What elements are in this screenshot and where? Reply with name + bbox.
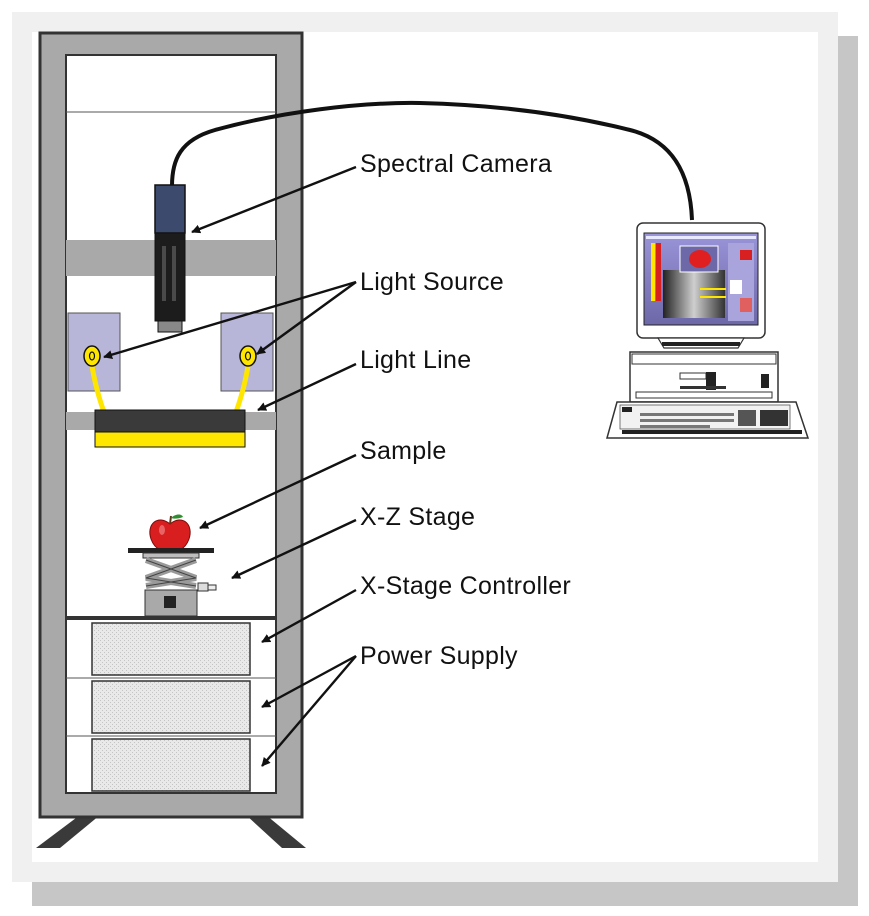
label-spectral-camera: Spectral Camera xyxy=(360,150,552,178)
camera-lens xyxy=(157,320,183,333)
cabinet-leg-left xyxy=(36,815,100,848)
arrow-power-supply-2 xyxy=(261,655,357,767)
cabinet-leg-right xyxy=(246,815,306,848)
label-light-line: Light Line xyxy=(360,346,471,374)
label-xz-stage: X-Z Stage xyxy=(360,503,475,531)
label-arrows xyxy=(103,165,357,767)
spectral-camera xyxy=(154,184,186,333)
camera-body xyxy=(154,232,186,322)
label-light-source: Light Source xyxy=(360,268,504,296)
label-x-stage-controller: X-Stage Controller xyxy=(360,572,571,600)
light-source-left xyxy=(67,312,121,413)
arrow-sample xyxy=(199,453,357,530)
arrow-x-stage-controller xyxy=(261,588,357,644)
power-supply-box-1 xyxy=(91,680,251,734)
arrow-spectral-camera xyxy=(191,165,357,234)
stage-shelf xyxy=(66,616,276,620)
arrow-light-source-right xyxy=(256,281,357,355)
xz-stage xyxy=(128,548,217,617)
camera-cable xyxy=(170,100,694,221)
label-power-supply: Power Supply xyxy=(360,642,518,670)
power-supply-box-2 xyxy=(91,738,251,792)
arrow-xz-stage xyxy=(231,518,357,580)
light-line xyxy=(94,409,246,448)
camera-head xyxy=(154,184,186,234)
arrow-light-source-left xyxy=(103,280,357,360)
arrow-power-supply-1 xyxy=(261,654,357,709)
desktop-computer-icon xyxy=(629,222,779,403)
label-sample: Sample xyxy=(360,437,447,465)
arrow-light-line xyxy=(257,362,357,412)
x-stage-controller-box xyxy=(91,622,251,676)
keyboard-icon xyxy=(606,401,810,439)
